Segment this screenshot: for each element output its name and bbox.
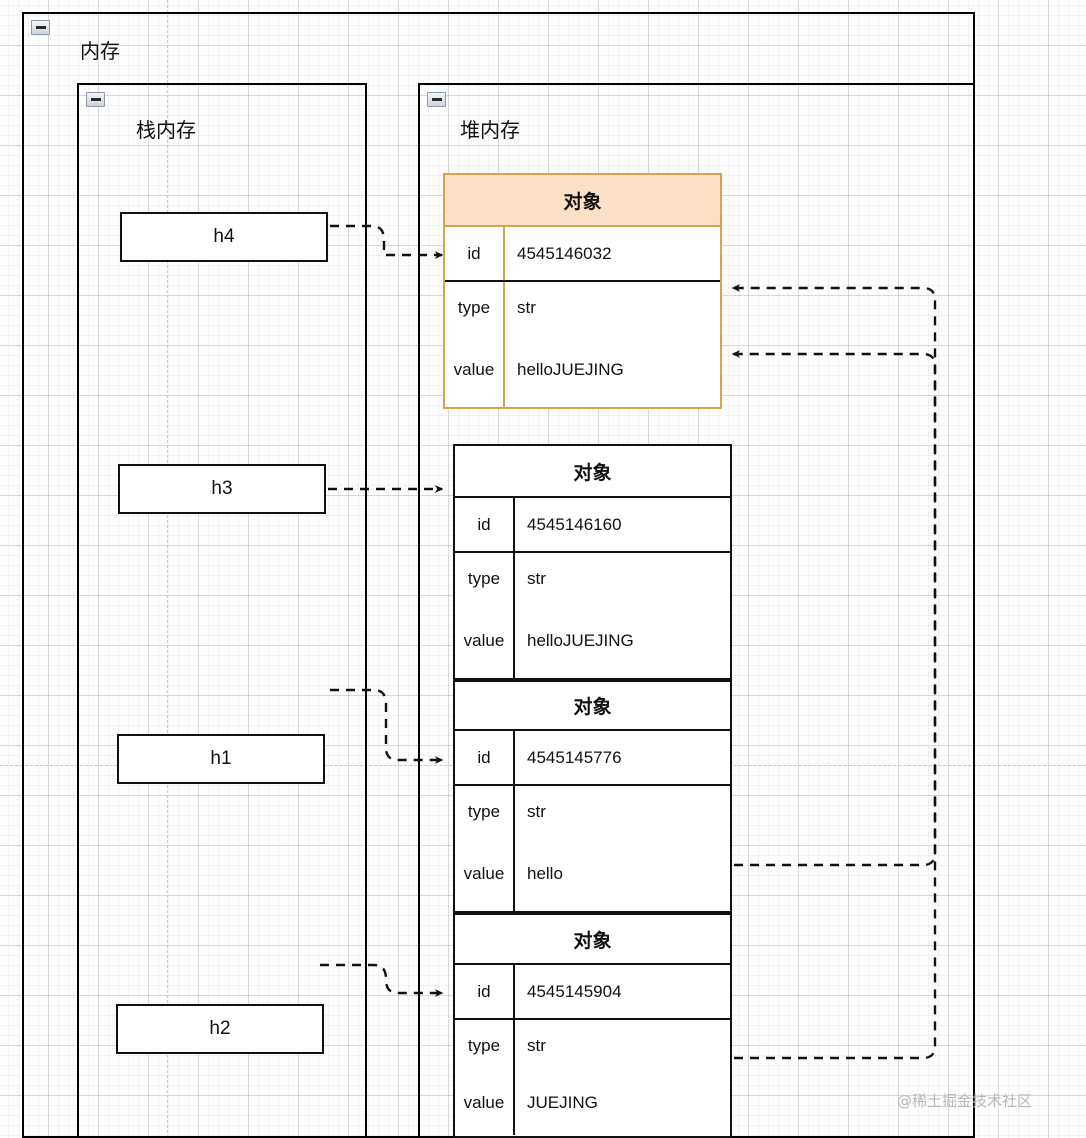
field-key: type — [455, 1020, 515, 1071]
field-value: str — [527, 801, 546, 821]
stack-var-h2[interactable]: h2 — [116, 1004, 324, 1054]
heap-object-field-id: id 4545145904 — [455, 965, 730, 1018]
stack-var-label: h2 — [209, 1018, 231, 1039]
heap-object-field-value: value JUEJING — [455, 1071, 730, 1135]
field-key: type — [455, 786, 515, 837]
heap-object-field-type: type str — [455, 551, 730, 604]
field-value: hello — [527, 864, 563, 883]
field-key: value — [445, 333, 505, 407]
minus-icon-memory[interactable] — [31, 20, 50, 35]
field-key: type — [455, 553, 515, 604]
container-stack-memory-label: 栈内存 — [136, 120, 196, 142]
heap-object-field-type: type str — [455, 1018, 730, 1071]
field-key: type — [445, 282, 505, 333]
container-memory-label: 内存 — [80, 41, 120, 63]
stack-var-label: h4 — [213, 226, 235, 247]
stack-var-h4[interactable]: h4 — [120, 212, 328, 262]
field-value: str — [517, 297, 536, 317]
field-key: id — [455, 731, 515, 784]
stack-var-label: h1 — [210, 748, 232, 769]
heap-object-header: 对象 — [455, 915, 730, 965]
heap-object-field-id: id 4545145776 — [455, 731, 730, 784]
field-value: helloJUEJING — [517, 360, 624, 379]
heap-object-header: 对象 — [455, 682, 730, 731]
stack-var-h3[interactable]: h3 — [118, 464, 326, 514]
guide-vertical — [167, 0, 168, 1138]
field-key: id — [455, 965, 515, 1018]
heap-object-2[interactable]: 对象 id 4545146160 type str value helloJUE… — [453, 444, 732, 680]
field-value: helloJUEJING — [527, 631, 634, 650]
field-key: id — [445, 227, 505, 280]
watermark: @稀土掘金技术社区 — [897, 1092, 1033, 1110]
heap-object-field-type: type str — [445, 280, 720, 333]
container-heap-memory-label: 堆内存 — [460, 120, 520, 142]
container-stack-memory[interactable] — [77, 83, 367, 1138]
heap-object-field-id: id 4545146160 — [455, 498, 730, 551]
field-key: id — [455, 498, 515, 551]
minus-icon-heap-memory[interactable] — [427, 92, 446, 107]
heap-object-field-type: type str — [455, 784, 730, 837]
heap-object-3[interactable]: 对象 id 4545145776 type str value hello — [453, 680, 732, 913]
heap-object-header: 对象 — [445, 175, 720, 227]
field-value: 4545146160 — [527, 514, 622, 534]
field-key: value — [455, 837, 515, 911]
field-value: str — [527, 568, 546, 588]
heap-object-field-id: id 4545146032 — [445, 227, 720, 280]
heap-object-header: 对象 — [455, 446, 730, 498]
field-key: value — [455, 1071, 515, 1135]
field-value: 4545146032 — [517, 243, 612, 263]
field-value: 4545145776 — [527, 747, 622, 767]
stack-var-h1[interactable]: h1 — [117, 734, 325, 784]
heap-object-field-value: value hello — [455, 837, 730, 911]
stack-var-label: h3 — [211, 478, 233, 499]
heap-object-field-value: value helloJUEJING — [445, 333, 720, 407]
heap-object-4[interactable]: 对象 id 4545145904 type str value JUEJING — [453, 913, 732, 1138]
field-value: 4545145904 — [527, 981, 622, 1001]
heap-object-1[interactable]: 对象 id 4545146032 type str value helloJUE… — [443, 173, 722, 409]
field-value: str — [527, 1035, 546, 1055]
field-key: value — [455, 604, 515, 678]
field-value: JUEJING — [527, 1093, 598, 1112]
minus-icon-stack-memory[interactable] — [86, 92, 105, 107]
heap-object-field-value: value helloJUEJING — [455, 604, 730, 678]
